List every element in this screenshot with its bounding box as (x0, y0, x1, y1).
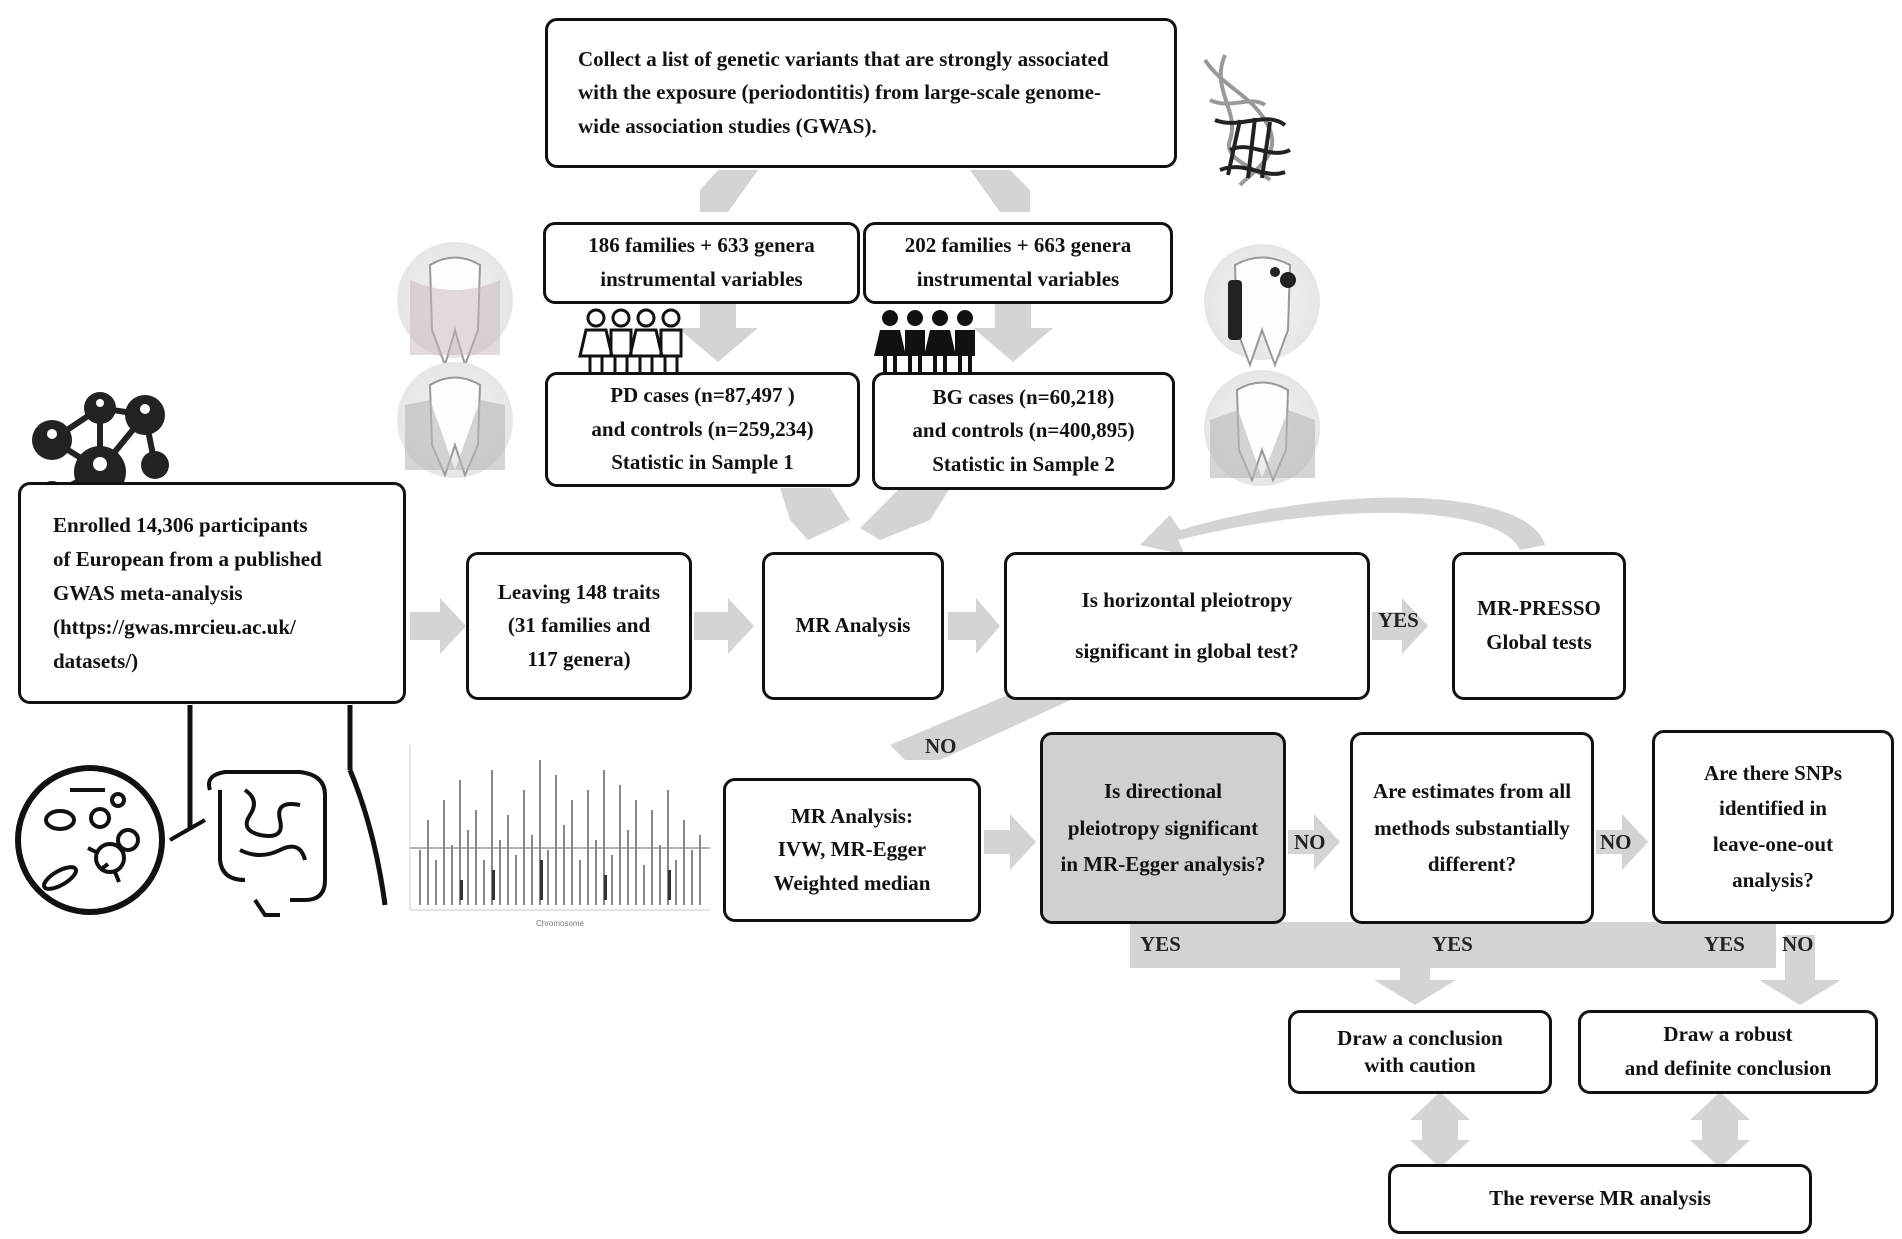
body-outline (187, 705, 388, 906)
snps-leave-one-out-box: Are there SNPs identified in leave-one-o… (1652, 730, 1894, 924)
yes-label-directional: YES (1140, 932, 1181, 956)
manhattan-plot-image: Chromosome (409, 745, 710, 928)
yes-label-estimates: YES (1432, 932, 1473, 956)
dna-icon (1203, 54, 1291, 187)
no-label-estimates: NO (1600, 830, 1632, 854)
pd-cases-box: PD cases (n=87,497 ) and controls (n=259… (545, 372, 860, 487)
people-icon (578, 308, 683, 372)
yes-label-presso: YES (1378, 608, 1419, 632)
horizontal-pleiotropy-box: Is horizontal pleiotropy significant in … (1004, 552, 1370, 700)
flow-arrows (410, 170, 1841, 1168)
leaving-traits-box: Leaving 148 traits (31 families and 117 … (466, 552, 692, 700)
healthy-tooth-icon (397, 242, 513, 369)
healthy-tooth-icon (397, 362, 513, 478)
bg-cases-box: BG cases (n=60,218) and controls (n=400,… (872, 372, 1175, 490)
intestine-icon (169, 770, 327, 917)
yes-label-snps: YES (1704, 932, 1745, 956)
mr-presso-box: MR-PRESSO Global tests (1452, 552, 1626, 700)
mr-methods-box: MR Analysis: IVW, MR-Egger Weighted medi… (723, 778, 981, 922)
iv-right-box: 202 families + 663 genera instrumental v… (863, 222, 1173, 304)
directional-pleiotropy-box: Is directional pleiotropy significant in… (1040, 732, 1286, 924)
periodontal-tooth-icon (1204, 244, 1320, 368)
periodontal-tooth-icon (1204, 370, 1320, 486)
enrolled-participants-box: Enrolled 14,306 participants of European… (18, 482, 406, 704)
conclusion-caution-box: Draw a conclusion with caution (1288, 1010, 1552, 1094)
mr-analysis-box: MR Analysis (762, 552, 944, 700)
iv-left-box: 186 families + 633 genera instrumental v… (543, 222, 860, 304)
people-icon (874, 310, 975, 372)
estimates-different-box: Are estimates from all methods substanti… (1350, 732, 1594, 924)
no-label-directional: NO (1294, 830, 1326, 854)
robust-conclusion-box: Draw a robust and definite conclusion (1578, 1010, 1878, 1094)
collect-variants-box: Collect a list of genetic variants that … (545, 18, 1177, 168)
no-label-snps: NO (1782, 932, 1814, 956)
reverse-mr-box: The reverse MR analysis (1388, 1164, 1812, 1234)
microbe-icon (15, 765, 165, 915)
manhattan-xlabel: Chromosome (536, 919, 585, 928)
no-label-methods: NO (925, 734, 957, 758)
